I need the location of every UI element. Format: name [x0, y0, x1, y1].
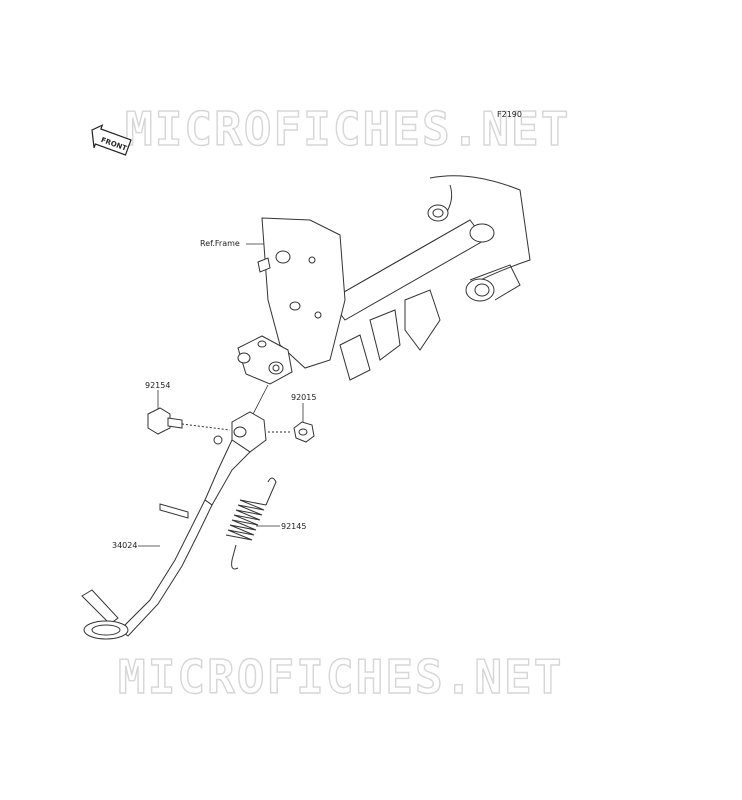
nut-label: 92015 [291, 393, 316, 402]
side-stand-34024 [81, 411, 267, 640]
spring-label: 92145 [281, 522, 306, 531]
nut-92015 [268, 421, 315, 443]
bolt-92154 [147, 407, 231, 435]
ref-frame-label: Ref.Frame [200, 239, 240, 248]
front-arrow-icon: FRONT [91, 124, 132, 156]
frame-tube [329, 175, 531, 381]
stand-label: 34024 [112, 541, 137, 550]
stand-mount [237, 335, 293, 385]
figure-code: F2190 [497, 110, 522, 119]
spring-92145 [225, 477, 277, 570]
watermark-bottom: MICROFICHES.NET [118, 650, 563, 704]
bolt-label: 92154 [145, 381, 170, 390]
watermark-top: MICROFICHES.NET [125, 102, 570, 156]
frame-bracket [257, 217, 346, 369]
